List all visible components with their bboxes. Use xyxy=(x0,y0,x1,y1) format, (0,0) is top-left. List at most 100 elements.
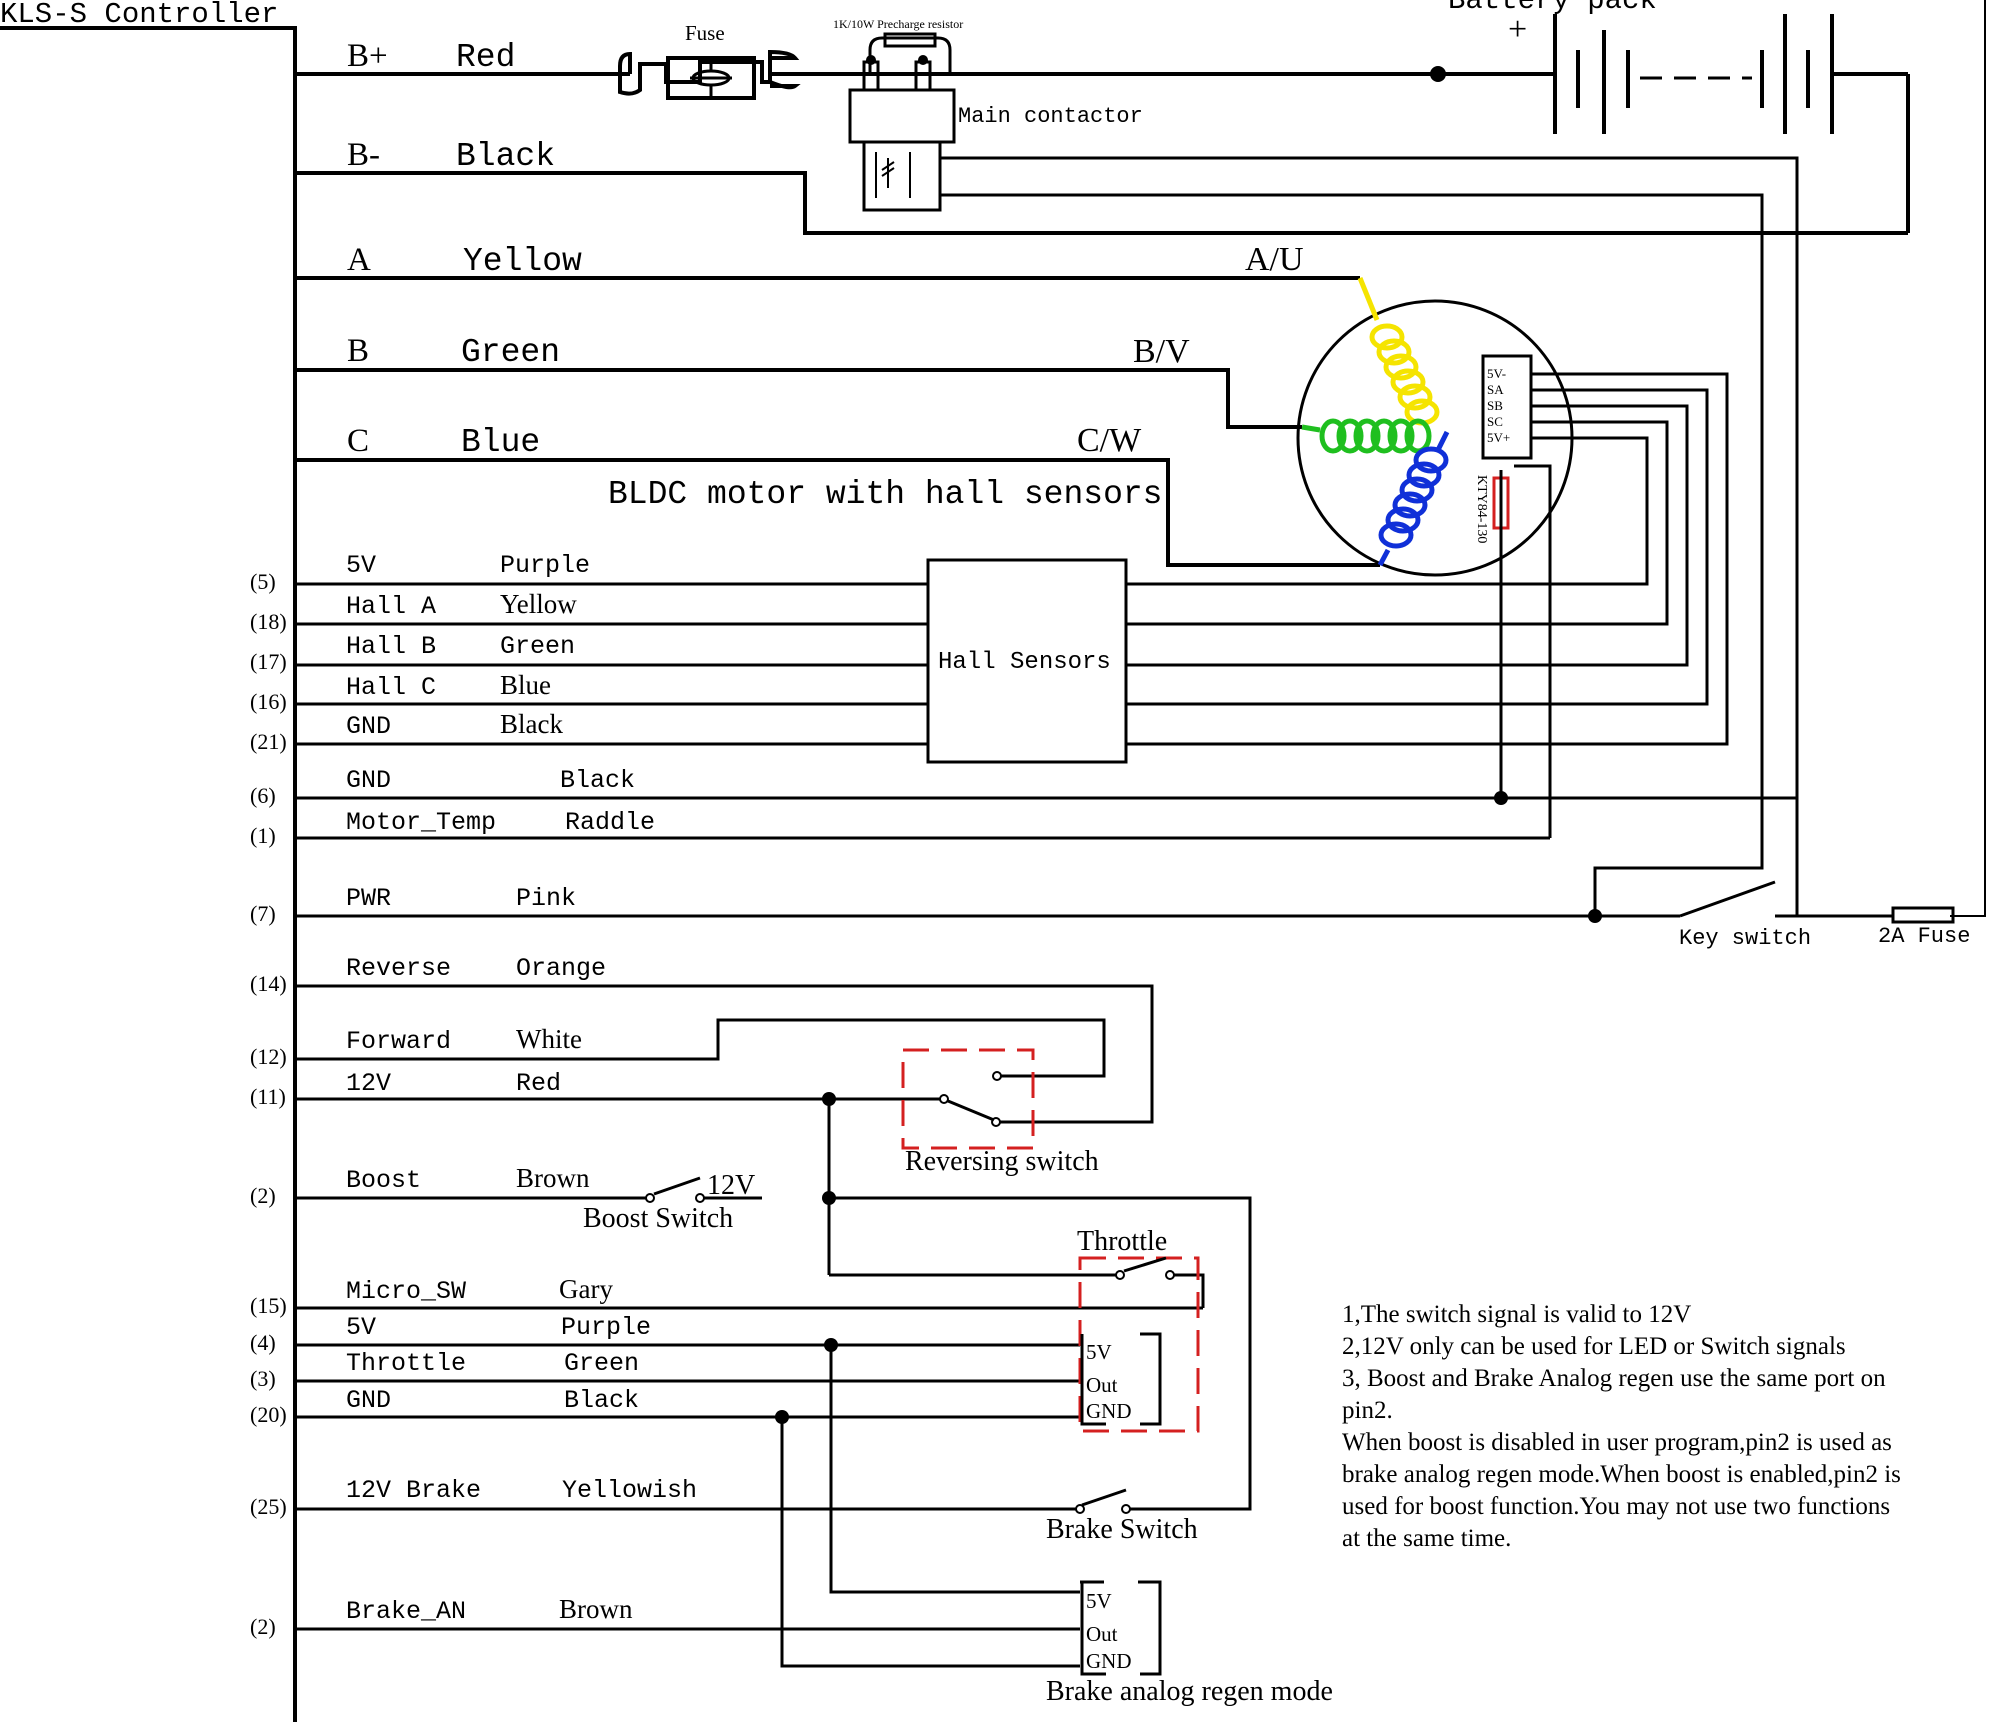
pin-number: (15) xyxy=(250,1293,287,1318)
pin-wire-color: Yellow xyxy=(500,589,577,619)
pin-number: (12) xyxy=(250,1044,287,1069)
pin-wire-color: Black xyxy=(560,766,635,795)
precharge-resistor xyxy=(883,32,937,48)
reversing-switch: Reversing switch xyxy=(901,1048,1099,1177)
contactor-box xyxy=(848,88,956,144)
note-line-4: pin2. xyxy=(1342,1397,1393,1424)
throttle-label: Throttle xyxy=(1077,1226,1167,1257)
phase-c-name: C xyxy=(347,423,369,459)
bplus-color: Red xyxy=(456,39,515,76)
pin-number: (2) xyxy=(250,1614,276,1639)
signal-wires: Key switch 2A Fuse 12V Boost Switch xyxy=(295,582,1970,1668)
fuse-2a xyxy=(1891,906,1955,924)
pin-wire-color: Purple xyxy=(561,1313,651,1342)
pin-number: (20) xyxy=(250,1402,287,1427)
coil-green xyxy=(1301,418,1432,454)
pin-signal-name: Throttle xyxy=(346,1349,466,1378)
pin-signal-name: GND xyxy=(346,766,391,795)
pin-wire-color: Purple xyxy=(500,551,590,580)
pin-wire-color: Green xyxy=(564,1349,639,1378)
note-line-6: brake analog regen mode.When boost is en… xyxy=(1342,1461,1901,1488)
hall-sensors-label: Hall Sensors xyxy=(938,649,1111,676)
pin-wire-color: Orange xyxy=(516,954,606,983)
pin-number: (2) xyxy=(250,1183,276,1208)
bplus-name: B+ xyxy=(347,38,388,74)
phase-v-label: B/V xyxy=(1133,333,1190,370)
throttle: Throttle 5V Out GND xyxy=(1077,1226,1200,1433)
pin-wire-color: Yellowish xyxy=(562,1476,697,1505)
pin-signal-name: Boost xyxy=(346,1166,421,1195)
bminus-name: B- xyxy=(347,137,380,173)
phase-a-name: A xyxy=(347,242,371,278)
fuse2-label: 2A Fuse xyxy=(1878,924,1970,949)
hall-connector-pins: 5V- SA SB SC 5V+ xyxy=(1487,366,1510,445)
pin-signal-name: Motor_Temp xyxy=(346,808,496,837)
note-line-8: at the same time. xyxy=(1342,1525,1511,1552)
pin-signal-name: 5V xyxy=(346,551,376,580)
brake-pin-out: Out xyxy=(1086,1622,1118,1646)
pin-number: (1) xyxy=(250,823,276,848)
phase-a-color: Yellow xyxy=(463,243,582,280)
boost-12v-label: 12V xyxy=(707,1170,755,1201)
hall-pin-sb: SB xyxy=(1487,398,1503,413)
pin-wire-color: Gary xyxy=(559,1274,613,1304)
battery-plus: + xyxy=(1508,11,1527,48)
hall-pin-sc: SC xyxy=(1487,414,1503,429)
pin-number: (18) xyxy=(250,609,287,634)
bminus-color: Black xyxy=(456,138,555,175)
pin-signal-name: Hall B xyxy=(346,632,436,661)
note-line-7: used for boost function.You may not use … xyxy=(1342,1493,1890,1520)
pin-signal-name: Micro_SW xyxy=(346,1277,466,1306)
phase-b-name: B xyxy=(347,333,369,369)
hall-pin-5vminus: 5V- xyxy=(1487,366,1506,381)
note-line-2: 2,12V only can be used for LED or Switch… xyxy=(1342,1333,1846,1360)
brake-pin-gnd: GND xyxy=(1086,1649,1132,1673)
pin-wire-color: Green xyxy=(500,632,575,661)
pin-signal-name: Hall C xyxy=(346,673,436,702)
bldc-motor: 5V- SA SB SC 5V+ KTY84-130 xyxy=(1296,277,1574,577)
pin-number: (3) xyxy=(250,1366,276,1391)
pin-wire-color: Pink xyxy=(516,884,576,913)
pin-wire-color: Brown xyxy=(559,1594,633,1624)
power-wire-labels: B+ Red B- Black A Yellow B Green C Blue xyxy=(347,38,582,461)
phase-b-color: Green xyxy=(461,334,560,371)
pin-signal-name: Reverse xyxy=(346,954,451,983)
pin-wire-color: White xyxy=(516,1024,582,1054)
brake-switch-label: Brake Switch xyxy=(1046,1514,1198,1545)
brake-pin-5v: 5V xyxy=(1086,1589,1112,1613)
pin-signal-name: GND xyxy=(346,1386,391,1415)
controller-title: KLS-S Controller xyxy=(0,0,278,31)
battery-label: Battery pack xyxy=(1448,0,1657,17)
pin-number: (5) xyxy=(250,569,276,594)
pin-signal-name: GND xyxy=(346,712,391,741)
pin-wire-color: Red xyxy=(516,1069,561,1098)
pin-signal-name: 12V Brake xyxy=(346,1476,481,1505)
throttle-pin-gnd: GND xyxy=(1086,1399,1132,1423)
note-line-1: 1,The switch signal is valid to 12V xyxy=(1342,1301,1691,1328)
throttle-pin-out: Out xyxy=(1086,1373,1118,1397)
fuse-label: Fuse xyxy=(685,21,725,45)
phase-c-color: Blue xyxy=(461,424,540,461)
pin-number: (16) xyxy=(250,689,287,714)
pin-number: (7) xyxy=(250,901,276,926)
pin-number: (4) xyxy=(250,1330,276,1355)
pin-signal-name: PWR xyxy=(346,884,391,913)
note-line-5: When boost is disabled in user program,p… xyxy=(1342,1429,1892,1456)
hall-pin-sa: SA xyxy=(1487,382,1504,397)
controller: KLS-S Controller xyxy=(0,0,297,1722)
pin-number: (6) xyxy=(250,783,276,808)
boost-switch-label: Boost Switch xyxy=(583,1203,733,1234)
pin-number: (25) xyxy=(250,1494,287,1519)
pin-signal-name: 12V xyxy=(346,1069,391,1098)
pin-wire-color: Blue xyxy=(500,670,551,700)
power-wires xyxy=(295,0,1986,917)
thermistor-label: KTY84-130 xyxy=(1474,475,1489,543)
pin-number: (17) xyxy=(250,649,287,674)
pin-number: (11) xyxy=(250,1084,286,1109)
precharge-label: 1K/10W Precharge resistor xyxy=(833,17,963,31)
reversing-switch-label: Reversing switch xyxy=(905,1146,1099,1177)
note-line-3: 3, Boost and Brake Analog regen use the … xyxy=(1342,1365,1886,1392)
key-switch-label: Key switch xyxy=(1679,926,1811,951)
controller-box xyxy=(0,26,297,1722)
